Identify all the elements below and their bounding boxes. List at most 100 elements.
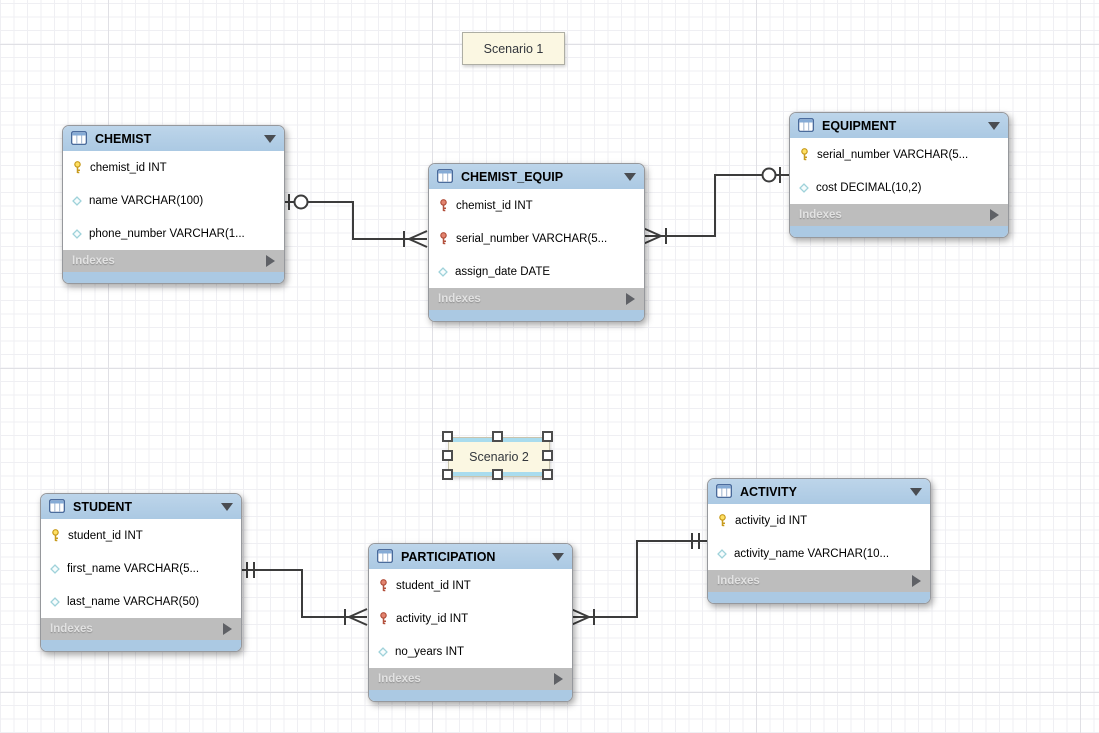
indexes-section[interactable]: Indexes (41, 618, 241, 640)
column-row[interactable]: assign_date DATE (429, 255, 644, 288)
column-text: student_id INT (68, 529, 143, 542)
table-title: PARTICIPATION (401, 549, 496, 564)
table-title: STUDENT (73, 499, 133, 514)
table-footer-bar (41, 640, 241, 651)
column-row[interactable]: serial_number VARCHAR(5... (790, 138, 1008, 171)
indexes-section[interactable]: Indexes (369, 668, 572, 690)
table-header[interactable]: PARTICIPATION (369, 544, 572, 569)
table-icon (716, 484, 733, 499)
indexes-section[interactable]: Indexes (708, 570, 930, 592)
relationship-participation-activity[interactable] (570, 533, 707, 626)
selection-handle[interactable] (492, 469, 503, 480)
table-header[interactable]: STUDENT (41, 494, 241, 519)
collapse-arrow-icon[interactable] (552, 552, 564, 561)
note-scenario-1[interactable]: Scenario 1 (462, 32, 565, 65)
column-diamond-icon (49, 596, 61, 608)
note-label: Scenario 2 (469, 450, 529, 464)
note-label: Scenario 1 (483, 41, 544, 56)
expand-arrow-icon[interactable] (626, 293, 635, 305)
table-header[interactable]: ACTIVITY (708, 479, 930, 504)
selection-handle[interactable] (492, 431, 503, 442)
column-row[interactable]: student_id INT (41, 519, 241, 552)
foreign-key-icon (377, 612, 390, 625)
column-row[interactable]: chemist_id INT (63, 151, 284, 184)
collapse-arrow-icon[interactable] (988, 121, 1000, 130)
column-row[interactable]: serial_number VARCHAR(5... (429, 222, 644, 255)
collapse-arrow-icon[interactable] (910, 487, 922, 496)
column-row[interactable]: activity_name VARCHAR(10... (708, 537, 930, 570)
table-header[interactable]: EQUIPMENT (790, 113, 1008, 138)
column-row[interactable]: phone_number VARCHAR(1... (63, 217, 284, 250)
table-header[interactable]: CHEMIST_EQUIP (429, 164, 644, 189)
indexes-section[interactable]: Indexes (429, 288, 644, 310)
column-text: assign_date DATE (455, 265, 551, 278)
selection-handle[interactable] (542, 469, 553, 480)
indexes-label: Indexes (378, 673, 421, 685)
indexes-section[interactable]: Indexes (790, 204, 1008, 226)
primary-key-icon (71, 161, 84, 174)
column-text: first_name VARCHAR(5... (67, 562, 200, 575)
table-header[interactable]: CHEMIST (63, 126, 284, 151)
column-row[interactable]: name VARCHAR(100) (63, 184, 284, 217)
expand-arrow-icon[interactable] (990, 209, 999, 221)
column-row[interactable]: last_name VARCHAR(50) (41, 585, 241, 618)
table-title: CHEMIST_EQUIP (461, 169, 564, 184)
column-row[interactable]: activity_id INT (708, 504, 930, 537)
column-row[interactable]: student_id INT (369, 569, 572, 602)
primary-key-icon (49, 529, 62, 542)
expand-arrow-icon[interactable] (223, 623, 232, 635)
column-row[interactable]: cost DECIMAL(10,2) (790, 171, 1008, 204)
table-participation[interactable]: PARTICIPATION student_id INT activity_id… (368, 543, 573, 702)
indexes-label: Indexes (717, 575, 760, 587)
indexes-section[interactable]: Indexes (63, 250, 284, 272)
column-diamond-icon (71, 195, 83, 207)
collapse-arrow-icon[interactable] (221, 502, 233, 511)
table-chemist[interactable]: CHEMIST chemist_id INT name VARCHAR(100) (62, 125, 285, 284)
column-text: phone_number VARCHAR(1... (89, 227, 245, 240)
column-row[interactable]: first_name VARCHAR(5... (41, 552, 241, 585)
table-equipment[interactable]: EQUIPMENT serial_number VARCHAR(5... cos… (789, 112, 1009, 238)
column-text: last_name VARCHAR(50) (67, 595, 200, 608)
table-title: ACTIVITY (740, 484, 797, 499)
table-footer-bar (369, 690, 572, 701)
table-icon (71, 131, 88, 146)
column-row[interactable]: chemist_id INT (429, 189, 644, 222)
selection-handle[interactable] (442, 469, 453, 480)
column-row[interactable]: activity_id INT (369, 602, 572, 635)
expand-arrow-icon[interactable] (912, 575, 921, 587)
collapse-arrow-icon[interactable] (264, 134, 276, 143)
relationship-student-participation[interactable] (240, 562, 368, 626)
table-footer-bar (429, 310, 644, 321)
selection-handle[interactable] (442, 431, 453, 442)
selection-handle[interactable] (442, 450, 453, 461)
table-activity[interactable]: ACTIVITY activity_id INT activity_name V… (707, 478, 931, 604)
selection-handle[interactable] (542, 450, 553, 461)
column-text: serial_number VARCHAR(5... (817, 148, 969, 161)
indexes-label: Indexes (50, 623, 93, 635)
column-diamond-icon (377, 646, 389, 658)
relationship-chemist-chemist-equip[interactable] (283, 194, 428, 248)
expand-arrow-icon[interactable] (554, 673, 563, 685)
table-chemist-equip[interactable]: CHEMIST_EQUIP chemist_id INT serial_numb… (428, 163, 645, 322)
foreign-key-icon (437, 232, 450, 245)
column-text: no_years INT (395, 645, 465, 658)
column-row[interactable]: no_years INT (369, 635, 572, 668)
primary-key-icon (798, 148, 811, 161)
table-title: EQUIPMENT (822, 118, 897, 133)
foreign-key-icon (437, 199, 450, 212)
selection-handle[interactable] (542, 431, 553, 442)
column-diamond-icon (49, 563, 61, 575)
expand-arrow-icon[interactable] (266, 255, 275, 267)
table-icon (377, 549, 394, 564)
table-icon (437, 169, 454, 184)
collapse-arrow-icon[interactable] (624, 172, 636, 181)
indexes-label: Indexes (438, 293, 481, 305)
table-footer-bar (63, 272, 284, 283)
relationship-chemist-equip-equipment[interactable] (642, 167, 789, 245)
table-student[interactable]: STUDENT student_id INT first_name VARCHA… (40, 493, 242, 652)
table-icon (798, 118, 815, 133)
column-text: student_id INT (396, 579, 471, 592)
indexes-label: Indexes (72, 255, 115, 267)
